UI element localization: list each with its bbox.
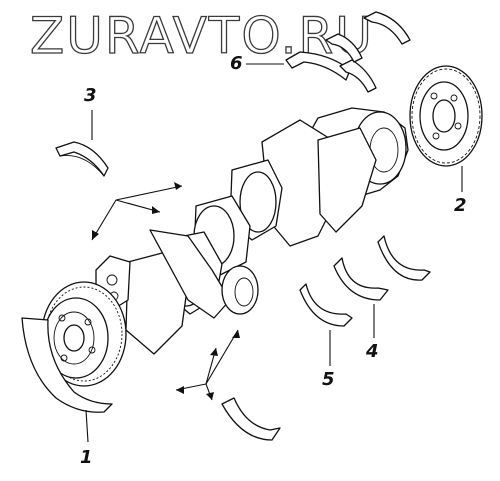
callout-2: 2 — [454, 195, 467, 216]
bearing-shell-lower — [221, 397, 281, 441]
callout-4: 4 — [366, 341, 379, 362]
bearing-shells-item5 — [299, 283, 353, 327]
bearing-shells-item4 — [333, 235, 431, 301]
bearing-shell-upper-left — [55, 141, 109, 177]
callout-5: 5 — [322, 369, 335, 390]
callout-3: 3 — [84, 85, 97, 106]
assembly-arrows-lower — [175, 329, 240, 401]
callout-1: 1 — [80, 447, 93, 468]
callout-6: 6 — [230, 53, 243, 74]
crankshaft — [21, 107, 409, 413]
bearing-shells-item6 — [285, 11, 411, 93]
leader-line-1 — [85, 409, 89, 443]
assembly-arrows-upper — [91, 182, 183, 241]
timing-gear — [409, 65, 483, 167]
